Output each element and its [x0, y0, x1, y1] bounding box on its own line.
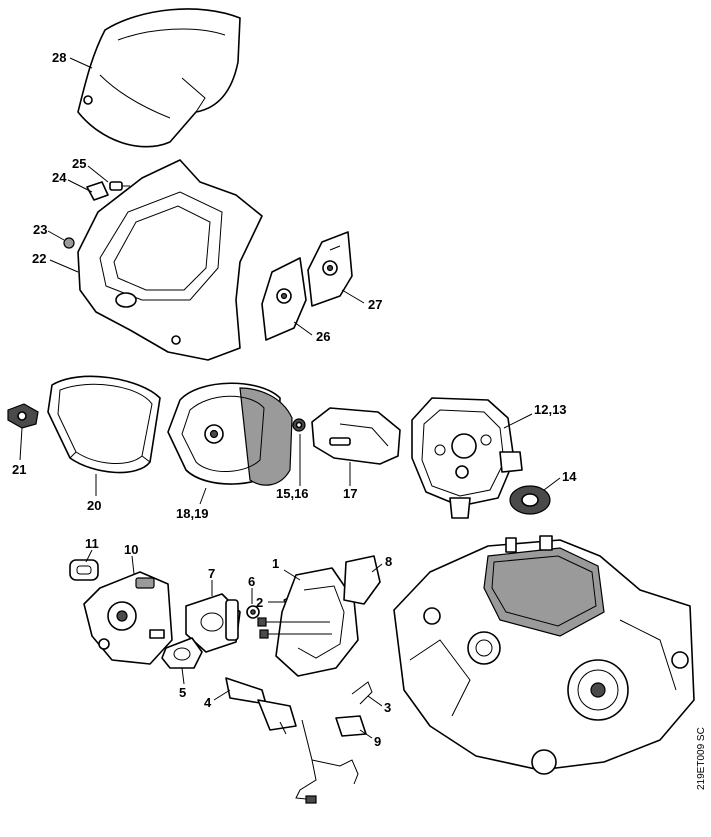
part-26-plate [261, 257, 307, 341]
callout-7: 7 [208, 566, 215, 581]
callout-4: 4 [204, 695, 212, 710]
callout-5: 5 [179, 685, 186, 700]
part-7-adapter [185, 593, 241, 653]
part-22-housing-frame [77, 159, 263, 361]
part-11-gasket [69, 559, 99, 581]
part-1-bracket [257, 567, 359, 677]
callout-28: 28 [52, 50, 66, 65]
part-9-pad [335, 715, 367, 737]
callout-3: 3 [384, 700, 391, 715]
part-25-screw [109, 181, 130, 191]
part-wiring-harness [295, 719, 359, 804]
callout-2: 2 [256, 595, 263, 610]
part-17-baffle [311, 407, 401, 465]
callout-25: 25 [72, 156, 86, 171]
callout-27: 27 [368, 297, 382, 312]
part-14-grommet [509, 485, 551, 515]
part-27-plate [307, 231, 353, 307]
callout-14: 14 [562, 469, 577, 484]
part-20-prefilter [47, 375, 161, 474]
callout-26: 26 [316, 329, 330, 344]
callout-22: 22 [32, 251, 46, 266]
part-28-top-cover [77, 8, 241, 148]
part-12-13-carb-box [411, 397, 523, 519]
part-3-clip [351, 681, 373, 705]
part-10-carburetor [83, 571, 173, 665]
part-21-knob [7, 403, 39, 429]
callout-1: 1 [272, 556, 279, 571]
part-18-19-air-filter [167, 382, 293, 486]
part-8-cover [343, 555, 381, 605]
callout-17: 17 [343, 486, 357, 501]
callout-10: 10 [124, 542, 138, 557]
callout-6: 6 [248, 574, 255, 589]
callout-21: 21 [12, 462, 26, 477]
part-15-16-nut [292, 418, 306, 432]
callout-24: 24 [52, 170, 67, 185]
callout-11: 11 [85, 536, 99, 551]
callout-labels: 28 25 24 23 22 27 26 21 20 18,19 15,16 1… [12, 50, 577, 749]
reference-code: 219ET009 SC [696, 727, 707, 790]
part-5-gasket [161, 637, 203, 669]
leader-lines [19, 57, 561, 739]
callout-23: 23 [33, 222, 47, 237]
callout-15-16: 15,16 [276, 486, 309, 501]
callout-8: 8 [385, 554, 392, 569]
callout-18-19: 18,19 [176, 506, 209, 521]
callout-12-13: 12,13 [534, 402, 567, 417]
part-6-washer [246, 605, 260, 619]
part-24-clip [86, 181, 109, 201]
callout-9: 9 [374, 734, 381, 749]
part-23-nut [63, 237, 75, 249]
part-engine-crankcase [393, 535, 695, 775]
part-4-lever [225, 677, 297, 735]
callout-20: 20 [87, 498, 101, 513]
